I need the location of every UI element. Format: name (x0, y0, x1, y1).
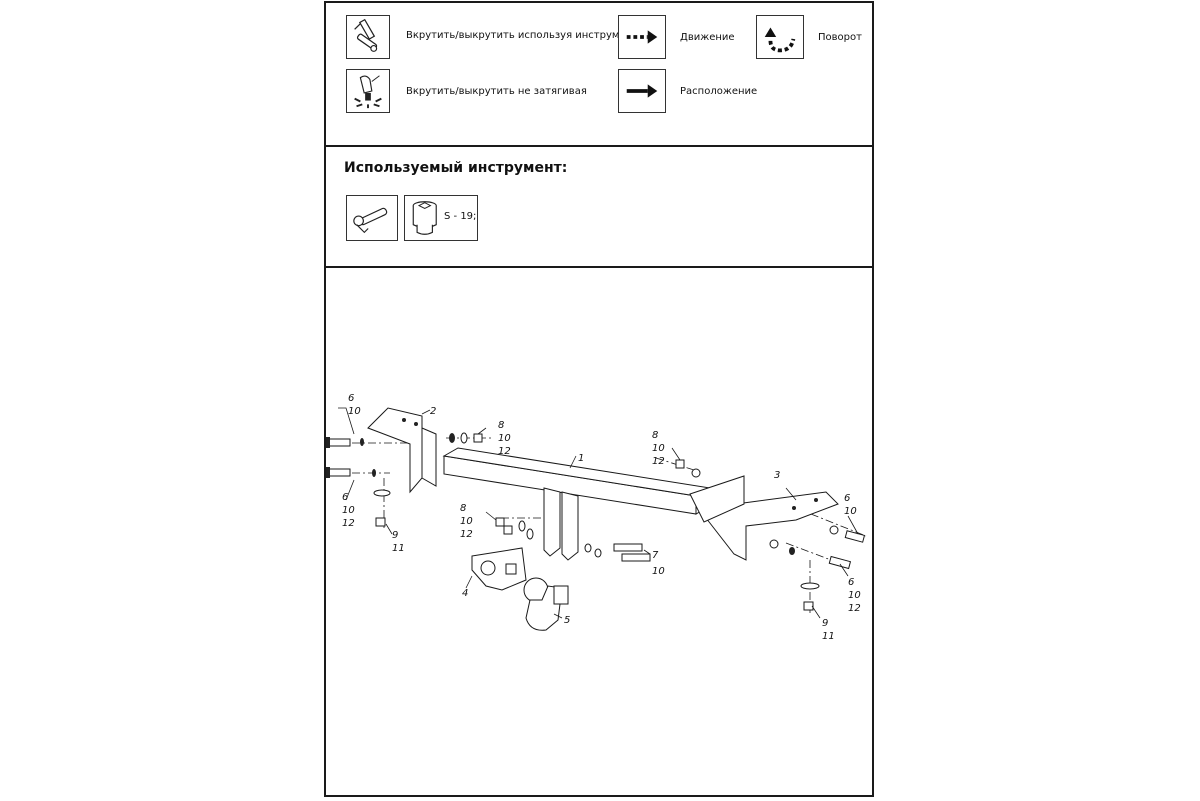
callout-7: 7 (652, 550, 659, 561)
leader-line (345, 479, 355, 501)
bolt (327, 468, 351, 477)
bolt (844, 530, 866, 543)
bolt (828, 555, 852, 570)
bolt (621, 553, 651, 562)
callout-4: 4 (462, 588, 468, 599)
instruction-sheet: Вкрутить/выкрутить используя инструмент … (324, 1, 874, 797)
callout-11: 11 (392, 543, 405, 554)
callout-6: 6 (848, 577, 854, 588)
leader-line (553, 613, 563, 619)
leader-line (847, 515, 859, 535)
callout-12: 12 (848, 603, 861, 614)
placement-arrow-icon (618, 69, 666, 113)
callout-6: 6 (342, 492, 348, 503)
socket-bracket (471, 547, 527, 591)
legend-label-screw-loose: Вкрутить/выкрутить не затягивая (406, 86, 587, 97)
left-bracket (367, 407, 423, 494)
callout-3: 3 (774, 470, 780, 481)
washer (829, 525, 839, 535)
tools-title: Используемый инструмент: (344, 160, 568, 176)
leader-line (569, 455, 577, 469)
legend-section: Вкрутить/выкрутить используя инструмент … (326, 3, 872, 147)
callout-12: 12 (460, 529, 473, 540)
callout-6: 6 (844, 493, 850, 504)
callout-2: 2 (430, 406, 436, 417)
callout-10: 10 (652, 566, 665, 577)
nut (675, 459, 685, 469)
callout-11: 11 (822, 631, 835, 642)
leader-line (785, 487, 797, 501)
callout-10: 10 (652, 443, 665, 454)
left-bracket-plate (421, 427, 437, 487)
leader-line (811, 605, 821, 619)
washer (373, 489, 391, 497)
callout-10: 10 (848, 590, 861, 601)
callout-10: 10 (460, 516, 473, 527)
callout-10: 10 (348, 406, 361, 417)
washer (800, 582, 820, 590)
callout-12: 12 (498, 446, 511, 457)
towbar-exploded-view: 6 10 6 10 12 2 1 8 10 12 8 10 12 3 6 10 … (326, 393, 867, 642)
assembly-diagram: 6 10 6 10 12 2 1 8 10 12 8 10 12 3 6 10 … (326, 268, 872, 797)
bolt (613, 543, 643, 552)
callout-8: 8 (498, 420, 504, 431)
leader-line (839, 563, 849, 577)
legend-label-placement: Расположение (680, 86, 758, 97)
hitch-plate-left (543, 487, 561, 557)
assembly-line (655, 457, 695, 471)
leader-line (477, 427, 487, 435)
leader-line (421, 409, 431, 415)
bolt (327, 438, 351, 447)
movement-arrow-icon (618, 15, 666, 59)
right-bracket-plate (689, 475, 745, 523)
nut (495, 517, 505, 527)
callout-5: 5 (564, 615, 570, 626)
callout-9: 9 (822, 618, 828, 629)
callout-10: 10 (844, 506, 857, 517)
leader-line (338, 407, 355, 435)
callout-12: 12 (342, 518, 355, 529)
nut (375, 517, 386, 527)
wrench-tool-icon (346, 15, 390, 59)
socket-size-label: S - 19; (444, 211, 477, 222)
callout-1: 1 (578, 453, 584, 464)
tools-section: Используемый инструмент: S - 19; (326, 147, 872, 268)
leader-line (485, 511, 497, 521)
legend-label-screw-with-tool: Вкрутить/выкрутить используя инструмент (406, 30, 638, 41)
leader-line (671, 447, 681, 461)
nut (503, 525, 513, 535)
washer (769, 539, 779, 549)
legend-label-rotation: Поворот (818, 32, 862, 43)
right-bracket (705, 491, 839, 561)
nut (803, 601, 814, 611)
ratchet-wrench-icon (346, 195, 398, 241)
leader-line (643, 549, 651, 555)
washer (691, 468, 701, 478)
legend-label-movement: Движение (680, 32, 735, 43)
callout-9: 9 (392, 530, 398, 541)
callout-8: 8 (460, 503, 466, 514)
rotation-arrow-icon (756, 15, 804, 59)
callout-10: 10 (342, 505, 355, 516)
socket-head-icon (404, 195, 478, 241)
leader-line (465, 575, 473, 589)
nut (473, 433, 483, 443)
callout-8: 8 (652, 430, 658, 441)
hand-screw-icon (346, 69, 390, 113)
leader-line (385, 523, 393, 535)
callout-12: 12 (652, 456, 665, 467)
callout-6: 6 (348, 393, 354, 404)
callout-10: 10 (498, 433, 511, 444)
hitch-plate-right (561, 491, 579, 561)
